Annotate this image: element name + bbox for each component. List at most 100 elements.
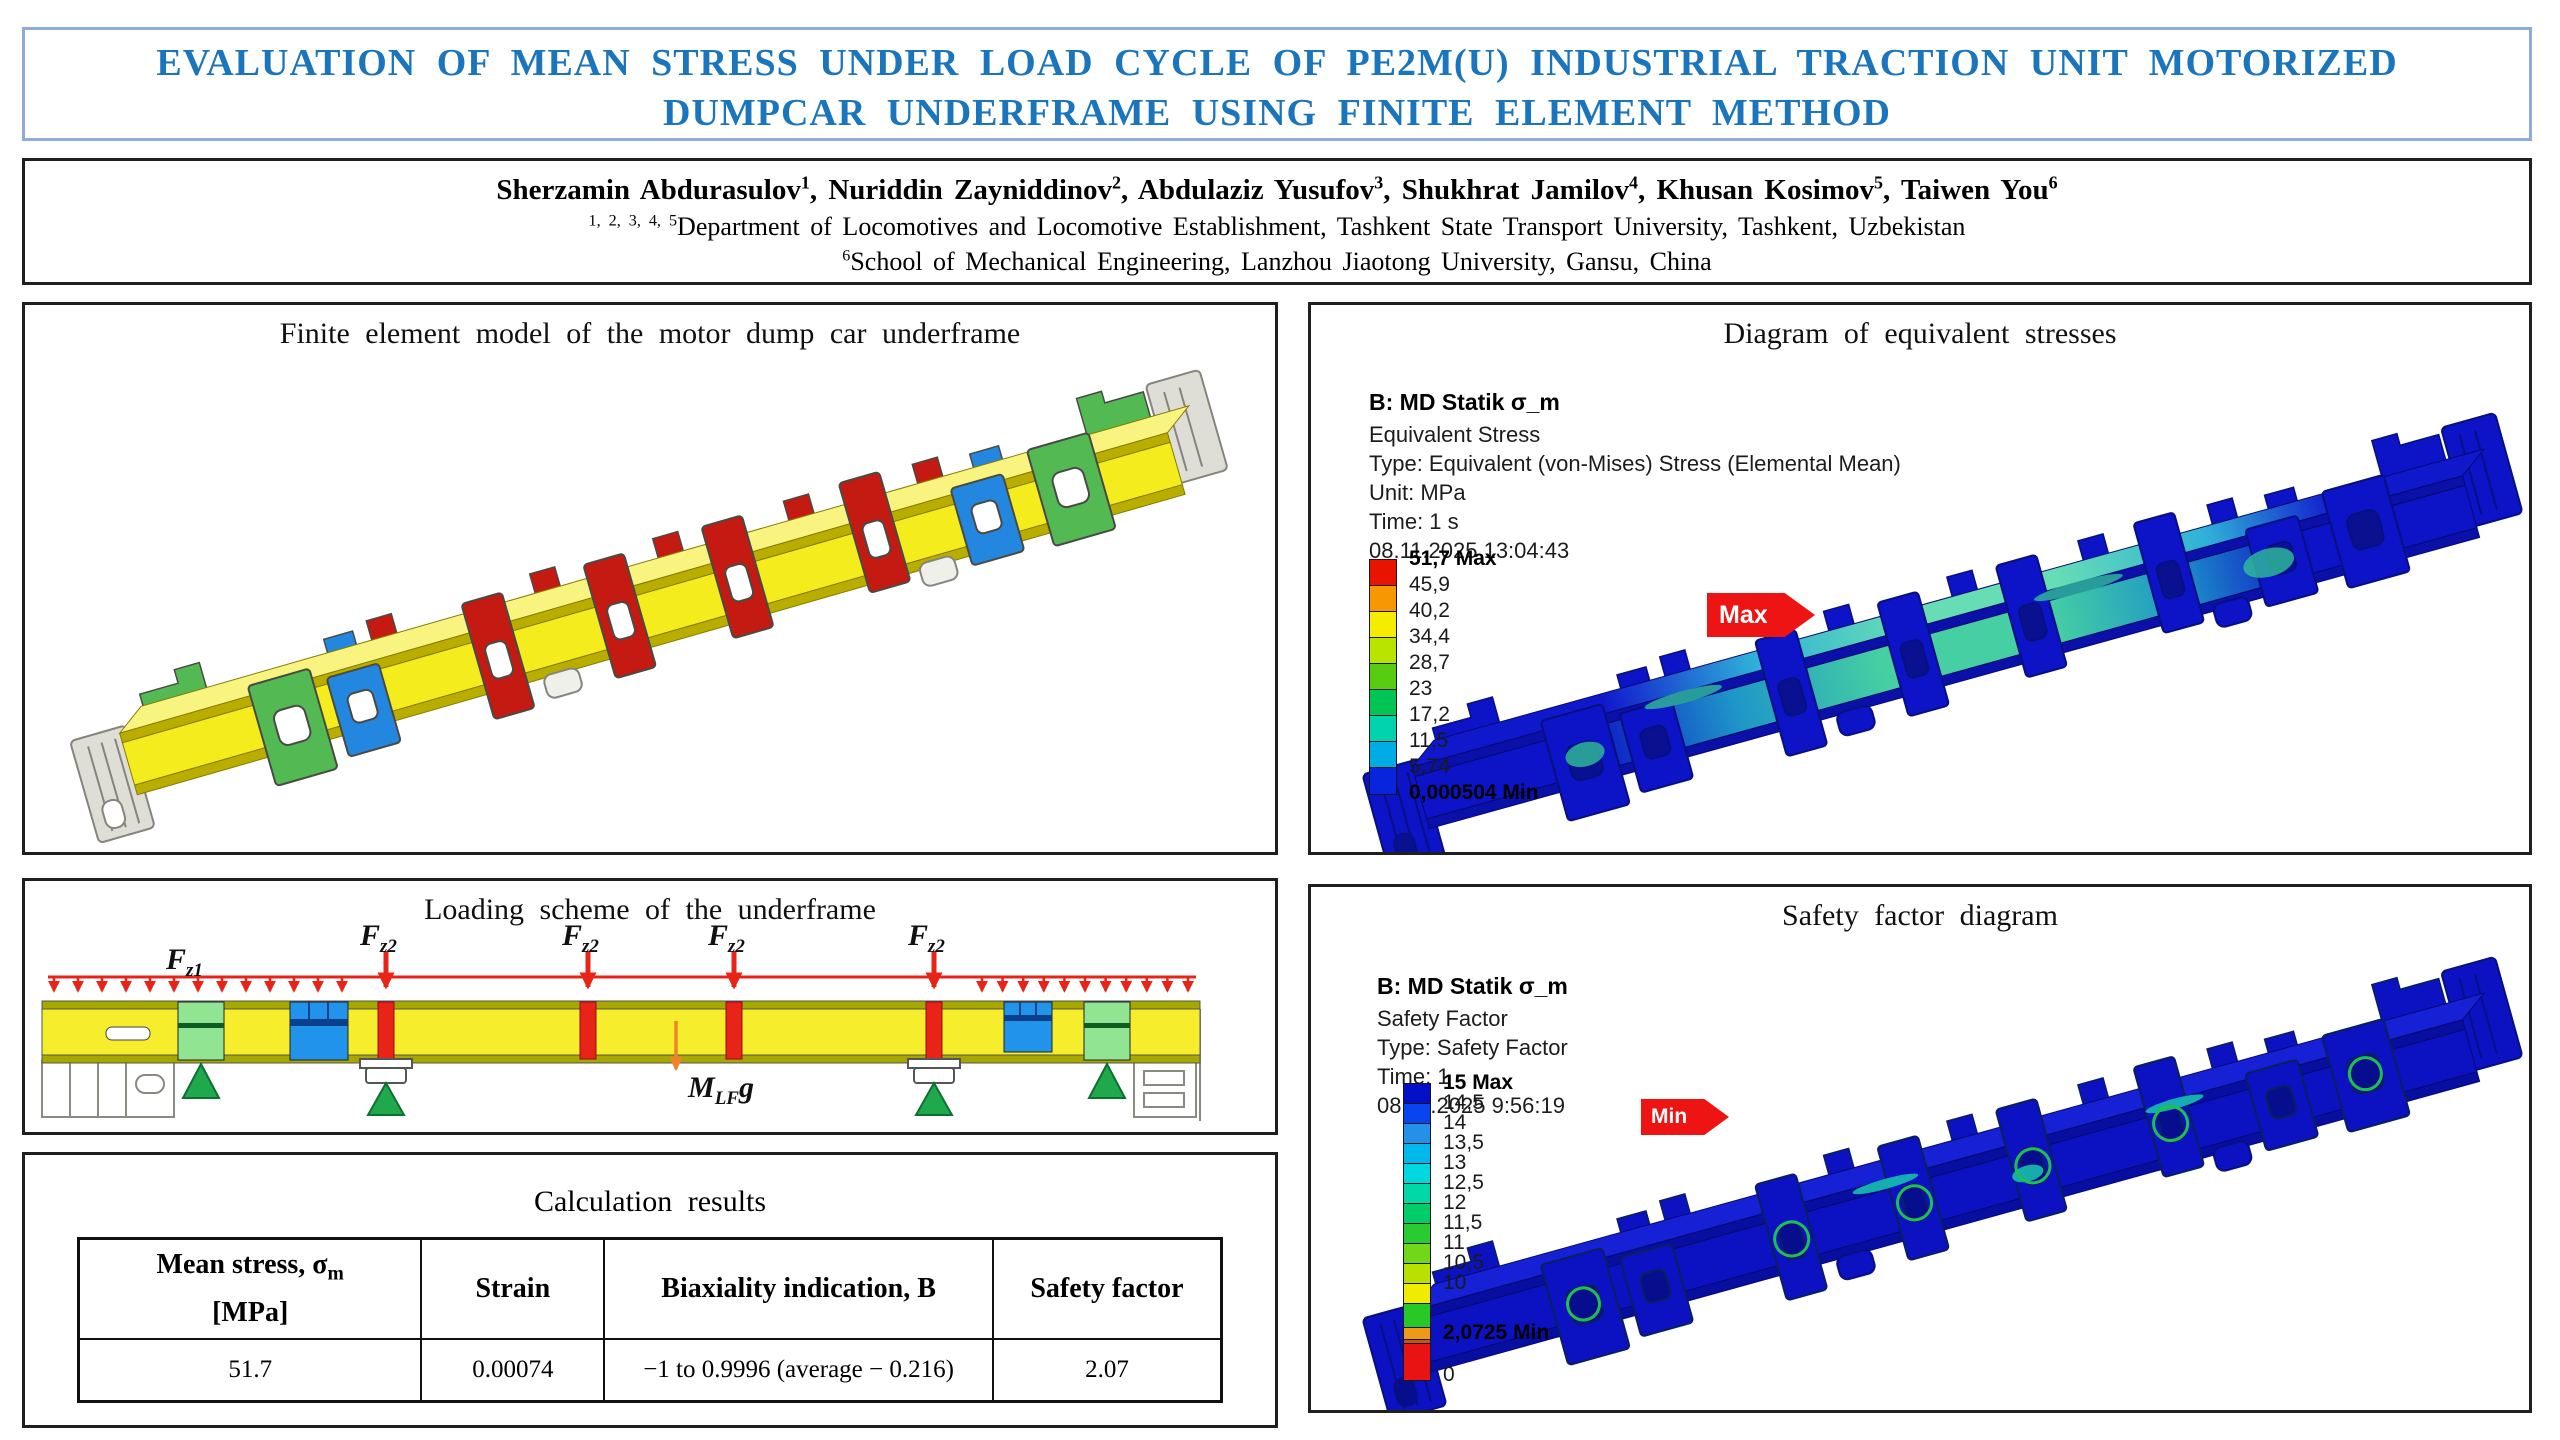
author-sup: 6 — [2048, 172, 2058, 193]
stress-diagram-panel: Diagram of equivalent stresses — [1308, 302, 2532, 855]
legend-tick-label: 51,7 Max — [1409, 547, 1497, 570]
force-label-fz2: Fz2 — [561, 925, 599, 957]
author-sup: 5 — [1873, 172, 1883, 193]
legend-tick-label: 40,2 — [1409, 599, 1450, 622]
info-line: Safety Factor — [1377, 1006, 1508, 1031]
legend-tick-label: 11,5 — [1443, 1211, 1483, 1234]
legend-tick-label: 5,74 — [1409, 755, 1450, 778]
legend-tick-label: 2,0725 Min — [1443, 1321, 1550, 1344]
calculation-results-panel: Calculation results Mean stress, σm[MPa]… — [22, 1152, 1278, 1428]
force-label-fz2: Fz2 — [359, 925, 397, 957]
legend-swatch — [1370, 586, 1396, 612]
legend-swatch — [1404, 1204, 1430, 1224]
info-line: Unit: MPa — [1369, 480, 1466, 505]
info-line: 08.11.2025 13:04:43 — [1369, 538, 1570, 563]
legend-tick-label: 12 — [1443, 1191, 1467, 1214]
author-separator: , — [809, 174, 829, 206]
author-sup: 4 — [1628, 172, 1638, 193]
col-header-biaxiality: Biaxiality indication, B — [603, 1237, 994, 1340]
poster-title-line1: EVALUATION OF MEAN STRESS UNDER LOAD CYC… — [156, 42, 2398, 84]
legend-tick-label: 45,9 — [1409, 573, 1450, 596]
legend-swatch — [1370, 768, 1396, 794]
legend-tick-label: 11,5 — [1409, 729, 1449, 752]
legend-swatch — [1404, 1244, 1430, 1264]
legend-swatch — [1404, 1340, 1430, 1344]
force-label-fz2: Fz2 — [907, 925, 945, 957]
col-header-mean-stress: Mean stress, σm[MPa] — [77, 1237, 423, 1340]
safety-factor-value: 2.07 — [991, 1338, 1223, 1403]
author-sup: 3 — [1374, 172, 1384, 193]
bogie-outline-left — [41, 1060, 175, 1118]
stress-hotspots — [1565, 547, 2295, 768]
legend-tick-label: 14 — [1443, 1111, 1467, 1134]
distributed-load-arrows — [48, 978, 1194, 993]
biaxiality-value: −1 to 0.9996 (average − 0.216) — [603, 1338, 994, 1403]
legend-tick-label: 13,5 — [1443, 1131, 1484, 1154]
author: Abdulaziz Yusufov — [1137, 174, 1375, 206]
results-table-title: Calculation results — [533, 1185, 767, 1218]
stress-result-info: B: MD Statik σ_m Equivalent Stress Type:… — [1369, 389, 1901, 565]
affiliation-2-sup: 6 — [842, 247, 851, 265]
legend-tick-label: 0,000504 Min — [1409, 781, 1539, 804]
legend-tick-label: 14,5 — [1443, 1091, 1484, 1114]
safety-panel-title: Safety factor diagram — [1782, 899, 2058, 932]
force-posts — [377, 1001, 943, 1060]
loading-scheme-figure: Fz1 Fz2 Fz2 Fz2 Fz2 MLFg — [41, 925, 1201, 1121]
weight-label: MLFg — [687, 1071, 754, 1109]
concentrated-force-arrows — [377, 951, 943, 990]
author-separator: , — [1637, 174, 1657, 206]
support-triangles — [181, 1061, 1127, 1116]
author-sup: 1 — [800, 172, 810, 193]
author-separator: , — [1121, 174, 1138, 206]
safety-contour-figure — [1348, 950, 2529, 1410]
info-line: Equivalent Stress — [1369, 422, 1541, 447]
info-line: Time: 1 s — [1369, 509, 1459, 534]
legend-swatch — [1370, 612, 1396, 638]
author: Shukhrat Jamilov — [1401, 174, 1629, 206]
info-line: Type: Safety Factor — [1377, 1035, 1568, 1060]
legend-tick-label: 23 — [1409, 677, 1433, 700]
legend-swatch — [1404, 1104, 1430, 1124]
legend-tick-label: 12,5 — [1443, 1171, 1484, 1194]
legend-colorbar — [1369, 559, 1397, 795]
author: Khusan Kosimov — [1656, 174, 1874, 206]
mean-stress-value: 51.7 — [77, 1338, 423, 1403]
poster-title-line2: DUMPCAR UNDERFRAME USING FINITE ELEMENT … — [663, 92, 1891, 134]
legend-swatch — [1370, 560, 1396, 586]
analysis-name: B: MD Statik σ_m — [1369, 389, 1560, 415]
legend-swatch — [1370, 716, 1396, 742]
fe-model-panel-title: Finite element model of the motor dump c… — [279, 317, 1021, 350]
legend-tick-label: 28,7 — [1409, 651, 1450, 674]
legend-tick-label: 11 — [1443, 1231, 1465, 1254]
legend-swatch — [1404, 1084, 1430, 1104]
blue-blocks — [289, 1001, 1053, 1061]
legend-swatch — [1370, 742, 1396, 768]
legend-tick-label: 10,5 — [1443, 1251, 1484, 1274]
legend-tick-label: 34,4 — [1409, 625, 1450, 648]
legend-tick-label: 10 — [1443, 1271, 1467, 1294]
legend-tick-label: 13 — [1443, 1151, 1467, 1174]
analysis-name: B: MD Statik σ_m — [1377, 973, 1568, 999]
beam-bottom-flange — [41, 1054, 1201, 1064]
affiliation-2: 6School of Mechanical Engineering, Lanzh… — [842, 247, 1712, 276]
legend-colorbar — [1403, 1083, 1431, 1381]
legend-tick-label: 15 Max — [1443, 1071, 1514, 1094]
author: Sherzamin Abdurasulov — [496, 174, 801, 206]
author-separator: , — [1882, 174, 1901, 206]
table-header-row: Mean stress, σm[MPa] Strain Biaxiality i… — [77, 1237, 1223, 1340]
legend-swatch — [1404, 1164, 1430, 1184]
loading-scheme-panel: Loading scheme of the underframe — [22, 878, 1278, 1135]
fe-model-figure — [55, 363, 1242, 844]
legend-swatch — [1404, 1224, 1430, 1244]
authors-box: Sherzamin Abdurasulov1, Nuriddin Zaynidd… — [22, 158, 2532, 285]
authors-line: Sherzamin Abdurasulov1, Nuriddin Zaynidd… — [25, 171, 2529, 209]
legend-swatch — [1404, 1264, 1430, 1284]
support-pedestals — [359, 1058, 961, 1084]
force-label-fz1: Fz1 — [165, 943, 203, 981]
safety-factor-panel: Safety factor diagram B: MD Statik σ_m S… — [1308, 884, 2532, 1413]
author-separator: , — [1383, 174, 1402, 206]
legend-swatch — [1404, 1184, 1430, 1204]
legend-swatch — [1404, 1144, 1430, 1164]
